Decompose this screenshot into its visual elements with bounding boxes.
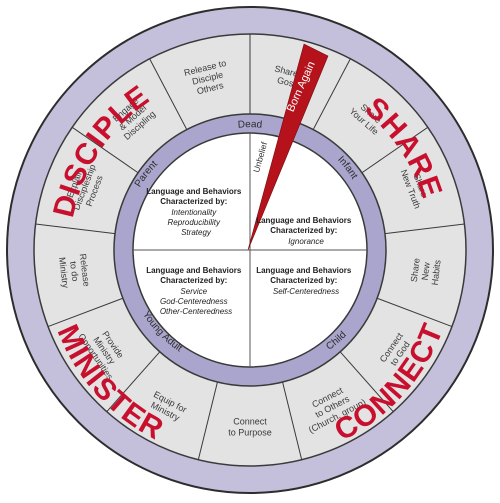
segment-label: ShareNewHabits: [409, 256, 443, 286]
segment-label-line: New: [420, 261, 432, 281]
segment-divider: [312, 58, 351, 130]
segment-divider: [106, 351, 161, 413]
segment-divider: [71, 126, 139, 174]
segment-divider: [282, 381, 303, 460]
segment-label-line: Connect: [233, 417, 267, 427]
segment-label-line: Release: [78, 253, 92, 287]
segment-label: Releaseto doMinistry: [57, 253, 92, 290]
segment-divider: [376, 297, 453, 328]
segment-divider: [197, 381, 218, 460]
segment-divider: [361, 126, 429, 174]
quadrant-top-right: Language and Behaviors Characterized by:…: [256, 210, 356, 246]
quadrant-bottom-right: Language and Behaviors Characterized by:…: [256, 260, 356, 296]
segment-label-line: Ministry: [57, 257, 71, 289]
segment-divider: [149, 58, 188, 130]
segment-label-line: to do: [68, 261, 80, 282]
quadrant-top-left: Language and Behaviors Characterized by:…: [146, 181, 246, 237]
segment-divider: [384, 223, 465, 235]
quadrant-bottom-left: Language and Behaviors Characterized by:…: [146, 260, 246, 316]
segment-label-line: Share: [409, 258, 422, 283]
born-again-wedge: [247, 43, 329, 251]
segment-divider: [47, 297, 124, 328]
stage-dead: Dead: [238, 119, 263, 131]
segment-divider: [35, 223, 116, 235]
segment-divider: [339, 351, 394, 413]
segment-label-line: Habits: [430, 259, 443, 286]
segment-label-line: to Purpose: [228, 427, 272, 437]
segment-dividers: [35, 34, 465, 460]
